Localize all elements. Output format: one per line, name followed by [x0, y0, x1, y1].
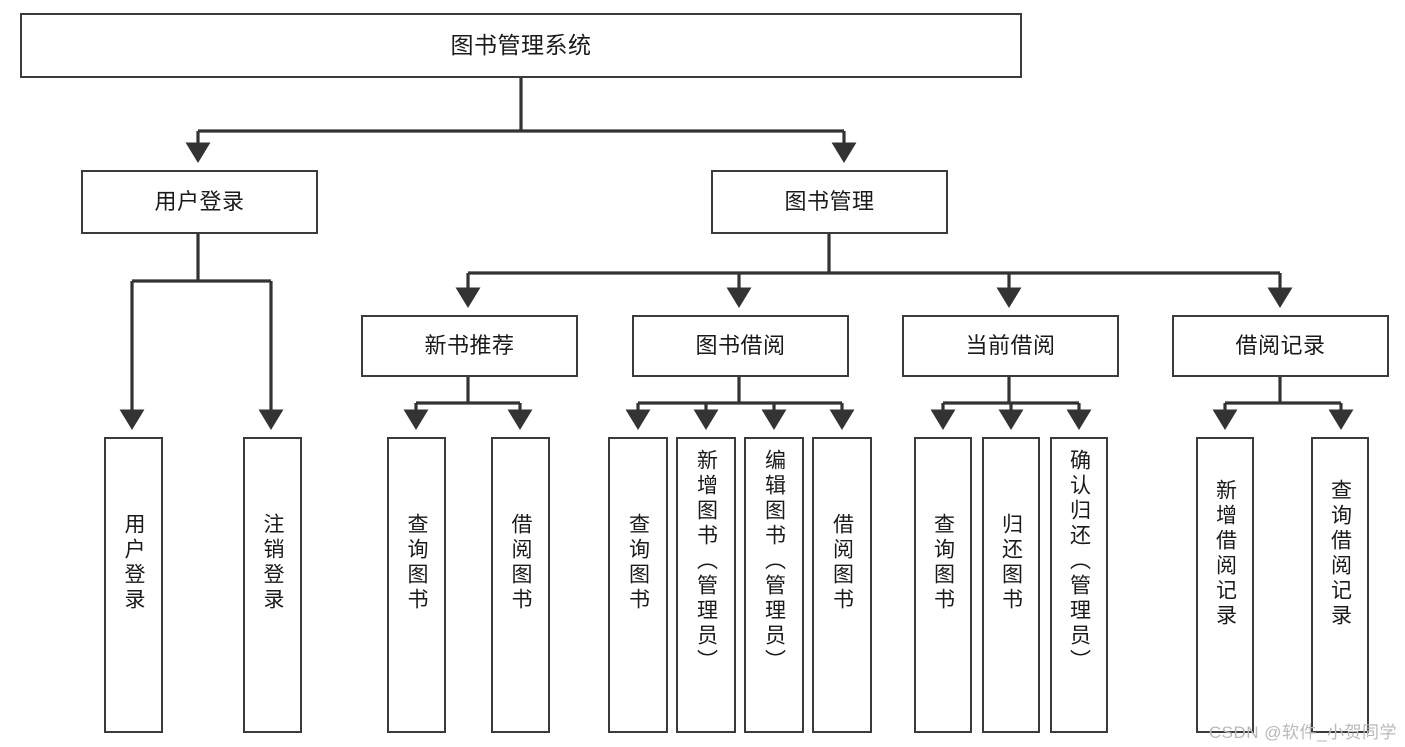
node-user-login-label: 用户登录	[154, 189, 245, 215]
node-leaf-edit-book[interactable]: 编辑图书（管理员）	[744, 437, 804, 733]
node-new-book-recommend-label: 新书推荐	[424, 333, 515, 359]
node-leaf-borrow-book-1[interactable]: 借阅图书	[491, 437, 550, 733]
node-leaf-user-logout-label: 注销登录	[261, 513, 284, 613]
csdn-watermark: CSDN @软件_小贺同学	[1208, 723, 1397, 742]
node-leaf-query-record-label: 查询借阅记录	[1328, 479, 1352, 629]
node-leaf-add-book[interactable]: 新增图书（管理员）	[676, 437, 736, 733]
node-leaf-return-book[interactable]: 归还图书	[982, 437, 1040, 733]
node-leaf-query-book-2[interactable]: 查询图书	[608, 437, 668, 733]
node-leaf-add-record-label: 新增借阅记录	[1213, 479, 1237, 629]
node-leaf-query-book-3[interactable]: 查询图书	[914, 437, 972, 733]
node-new-book-recommend[interactable]: 新书推荐	[361, 315, 578, 377]
node-book-management[interactable]: 图书管理	[711, 170, 948, 234]
node-leaf-query-book-3-label: 查询图书	[931, 513, 955, 613]
node-leaf-query-book-2-label: 查询图书	[626, 513, 650, 613]
node-book-borrow[interactable]: 图书借阅	[632, 315, 849, 377]
node-leaf-user-login[interactable]: 用户登录	[104, 437, 163, 733]
node-leaf-user-logout[interactable]: 注销登录	[243, 437, 302, 733]
node-book-management-label: 图书管理	[784, 189, 875, 215]
node-leaf-borrow-book-2[interactable]: 借阅图书	[812, 437, 872, 733]
node-borrow-record[interactable]: 借阅记录	[1172, 315, 1389, 377]
node-leaf-confirm-return-label: 确认归还（管理员）	[1067, 449, 1091, 674]
node-leaf-edit-book-label: 编辑图书（管理员）	[762, 449, 786, 674]
node-leaf-query-book-1[interactable]: 查询图书	[387, 437, 446, 733]
node-leaf-query-book-1-label: 查询图书	[405, 513, 428, 613]
node-current-borrow[interactable]: 当前借阅	[902, 315, 1119, 377]
node-leaf-return-book-label: 归还图书	[999, 513, 1023, 613]
node-leaf-confirm-return[interactable]: 确认归还（管理员）	[1050, 437, 1108, 733]
node-leaf-add-book-label: 新增图书（管理员）	[694, 449, 718, 674]
node-leaf-add-record[interactable]: 新增借阅记录	[1196, 437, 1254, 733]
node-leaf-borrow-book-1-label: 借阅图书	[509, 513, 532, 613]
node-leaf-user-login-label: 用户登录	[122, 513, 145, 613]
node-borrow-record-label: 借阅记录	[1235, 333, 1326, 359]
node-root-label: 图书管理系统	[450, 31, 592, 58]
node-current-borrow-label: 当前借阅	[965, 333, 1056, 359]
node-book-borrow-label: 图书借阅	[695, 333, 786, 359]
node-leaf-query-record[interactable]: 查询借阅记录	[1311, 437, 1369, 733]
node-leaf-borrow-book-2-label: 借阅图书	[830, 513, 854, 613]
node-user-login[interactable]: 用户登录	[81, 170, 318, 234]
node-root[interactable]: 图书管理系统	[20, 13, 1022, 78]
